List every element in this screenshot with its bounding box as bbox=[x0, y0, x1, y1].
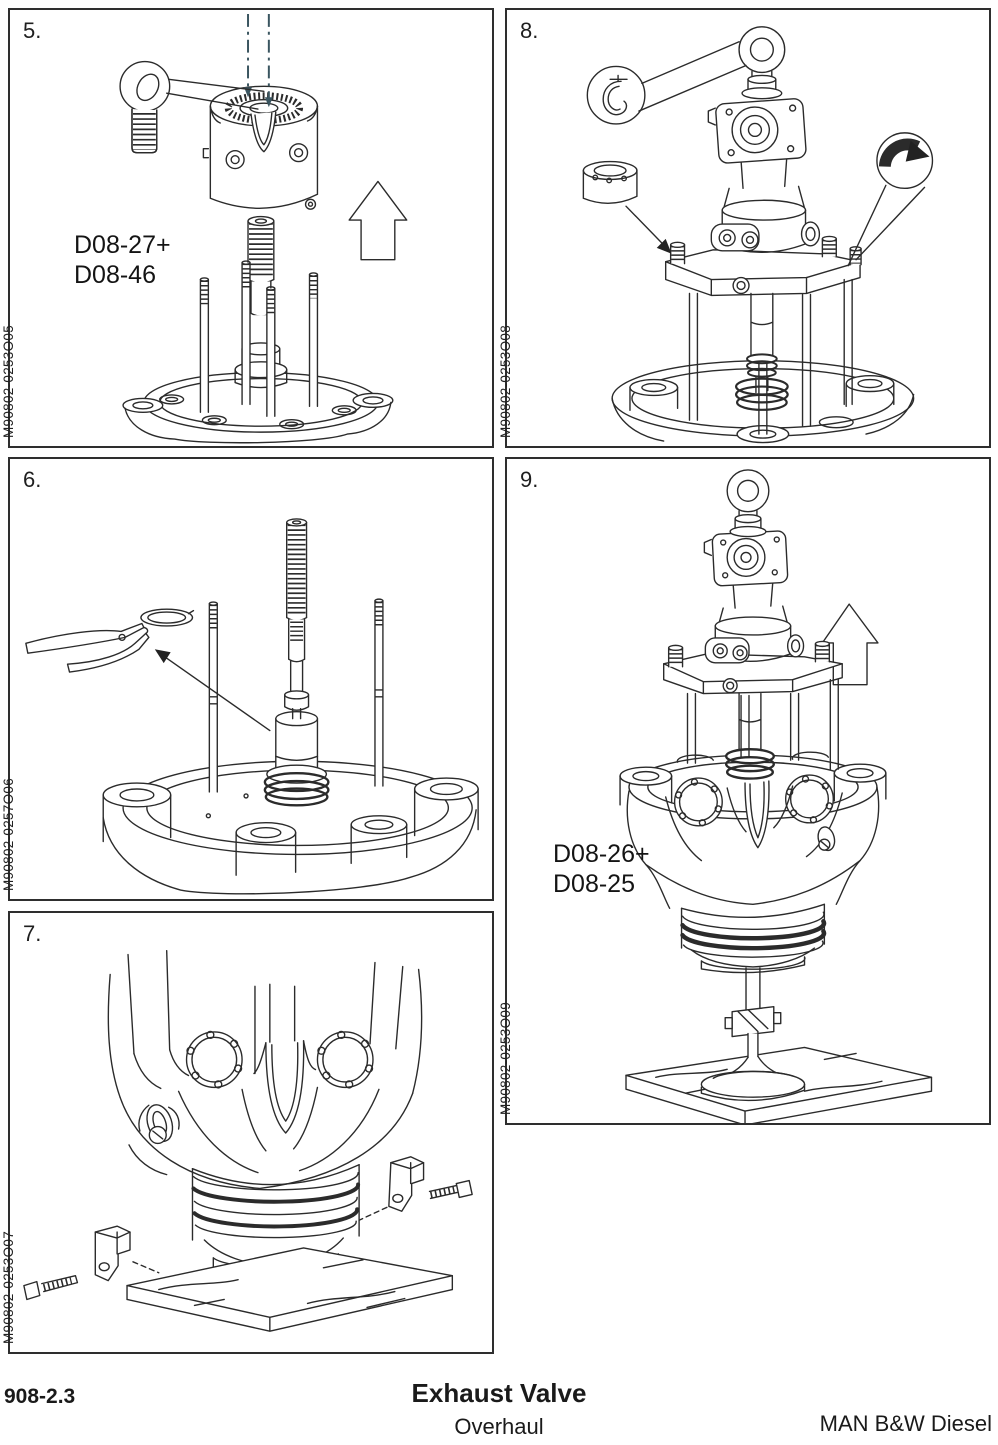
figure-panel-6: 6. M90802-0257O06 bbox=[1, 457, 494, 901]
housing-body bbox=[626, 774, 880, 909]
leader-lines bbox=[166, 78, 265, 110]
bolt-icon bbox=[455, 1179, 473, 1199]
figure-number: 8. bbox=[520, 18, 539, 43]
tool-label-line2: D08-25 bbox=[553, 870, 635, 898]
figure-code: M90802-0253O09 bbox=[498, 1001, 513, 1115]
figure-code: M90802-0253O08 bbox=[498, 324, 513, 438]
section-number: 908-2.3 bbox=[4, 1385, 76, 1408]
figure-6-drawing bbox=[25, 518, 479, 895]
page-title: Exhaust Valve bbox=[411, 1378, 587, 1408]
figure-number: 9. bbox=[520, 467, 539, 492]
tool-head-block bbox=[703, 530, 789, 587]
rotate-callout bbox=[847, 132, 934, 267]
figure-code: M90802-0257O06 bbox=[1, 777, 16, 891]
figure-9-drawing bbox=[619, 469, 933, 1123]
clamp-block-left bbox=[23, 1225, 160, 1301]
studs bbox=[208, 598, 384, 793]
circlip-pliers bbox=[25, 622, 150, 673]
eye-bolt bbox=[119, 60, 171, 154]
figure-code: M90802-0253O07 bbox=[1, 1230, 16, 1344]
tool-spindle bbox=[746, 292, 778, 394]
lifting-eye bbox=[726, 469, 770, 538]
up-arrow-icon bbox=[348, 180, 408, 261]
flange-disc-right bbox=[316, 1030, 374, 1089]
sealing-ring-section bbox=[680, 903, 827, 974]
circlip-ring bbox=[140, 608, 195, 627]
valve-spindle-disc bbox=[700, 967, 806, 1102]
housing-walls bbox=[107, 949, 423, 1099]
tool-legs bbox=[686, 678, 839, 770]
figure-panel-8: 8. M90802-0253O08 bbox=[498, 8, 991, 448]
bolt-icon bbox=[23, 1280, 41, 1301]
center-rib bbox=[253, 1040, 317, 1134]
figure-number: 5. bbox=[23, 18, 42, 43]
tool-label: D08-27+ D08-46 bbox=[74, 230, 171, 290]
flange-disc-left bbox=[185, 1030, 243, 1089]
valve-spindle bbox=[284, 518, 310, 720]
figure-number: 7. bbox=[23, 921, 42, 946]
tool-base-plate bbox=[664, 235, 862, 297]
company-name: MAN B&W Diesel bbox=[819, 1411, 992, 1436]
tool-body bbox=[704, 581, 805, 664]
figure-code: M90802-0253O05 bbox=[1, 324, 16, 438]
figure-5-drawing bbox=[119, 13, 408, 444]
tool-head-block bbox=[707, 98, 807, 164]
tool-label-line1: D08-27+ bbox=[74, 231, 171, 259]
spindle-guide-boss bbox=[263, 711, 330, 807]
lifting-tool-cylinder bbox=[202, 85, 319, 210]
figure-8-drawing bbox=[582, 26, 934, 444]
tool-base-plate bbox=[663, 640, 843, 695]
figure-panel-9: 9. D08-26+ D08-25 M90802-0253O09 bbox=[498, 457, 991, 1125]
tool-label-line2: D08-46 bbox=[74, 261, 156, 289]
side-lug bbox=[138, 1104, 180, 1145]
valve-housing-flange bbox=[102, 760, 479, 895]
page-subtitle: Overhaul bbox=[454, 1414, 544, 1439]
crane-hook-callout bbox=[586, 41, 747, 125]
figure-7-drawing bbox=[23, 949, 473, 1332]
lifting-eye bbox=[738, 26, 786, 100]
clamp-block-right bbox=[358, 1156, 473, 1221]
support-plate bbox=[126, 1247, 454, 1332]
arrow-icon bbox=[154, 649, 271, 732]
tool-label-line1: D08-26+ bbox=[553, 840, 650, 868]
tool-spindle bbox=[724, 692, 775, 780]
tool-legs bbox=[688, 278, 853, 435]
arrow-icon bbox=[656, 238, 672, 254]
valve-housing-flange bbox=[122, 371, 394, 444]
figure-panel-5: 5. D08-27+ D08-46 M90802-0253O05 bbox=[1, 8, 494, 448]
bushing-callout bbox=[582, 160, 672, 254]
hook-icon bbox=[609, 74, 628, 83]
up-arrow-icon bbox=[821, 603, 879, 686]
sealing-rings bbox=[735, 377, 789, 411]
tool-label: D08-26+ D08-25 bbox=[553, 839, 650, 899]
figure-panel-7: 7. M90802-0253O07 bbox=[1, 911, 494, 1354]
tool-body bbox=[710, 157, 821, 253]
figure-number: 6. bbox=[23, 467, 42, 492]
studs bbox=[199, 260, 319, 417]
